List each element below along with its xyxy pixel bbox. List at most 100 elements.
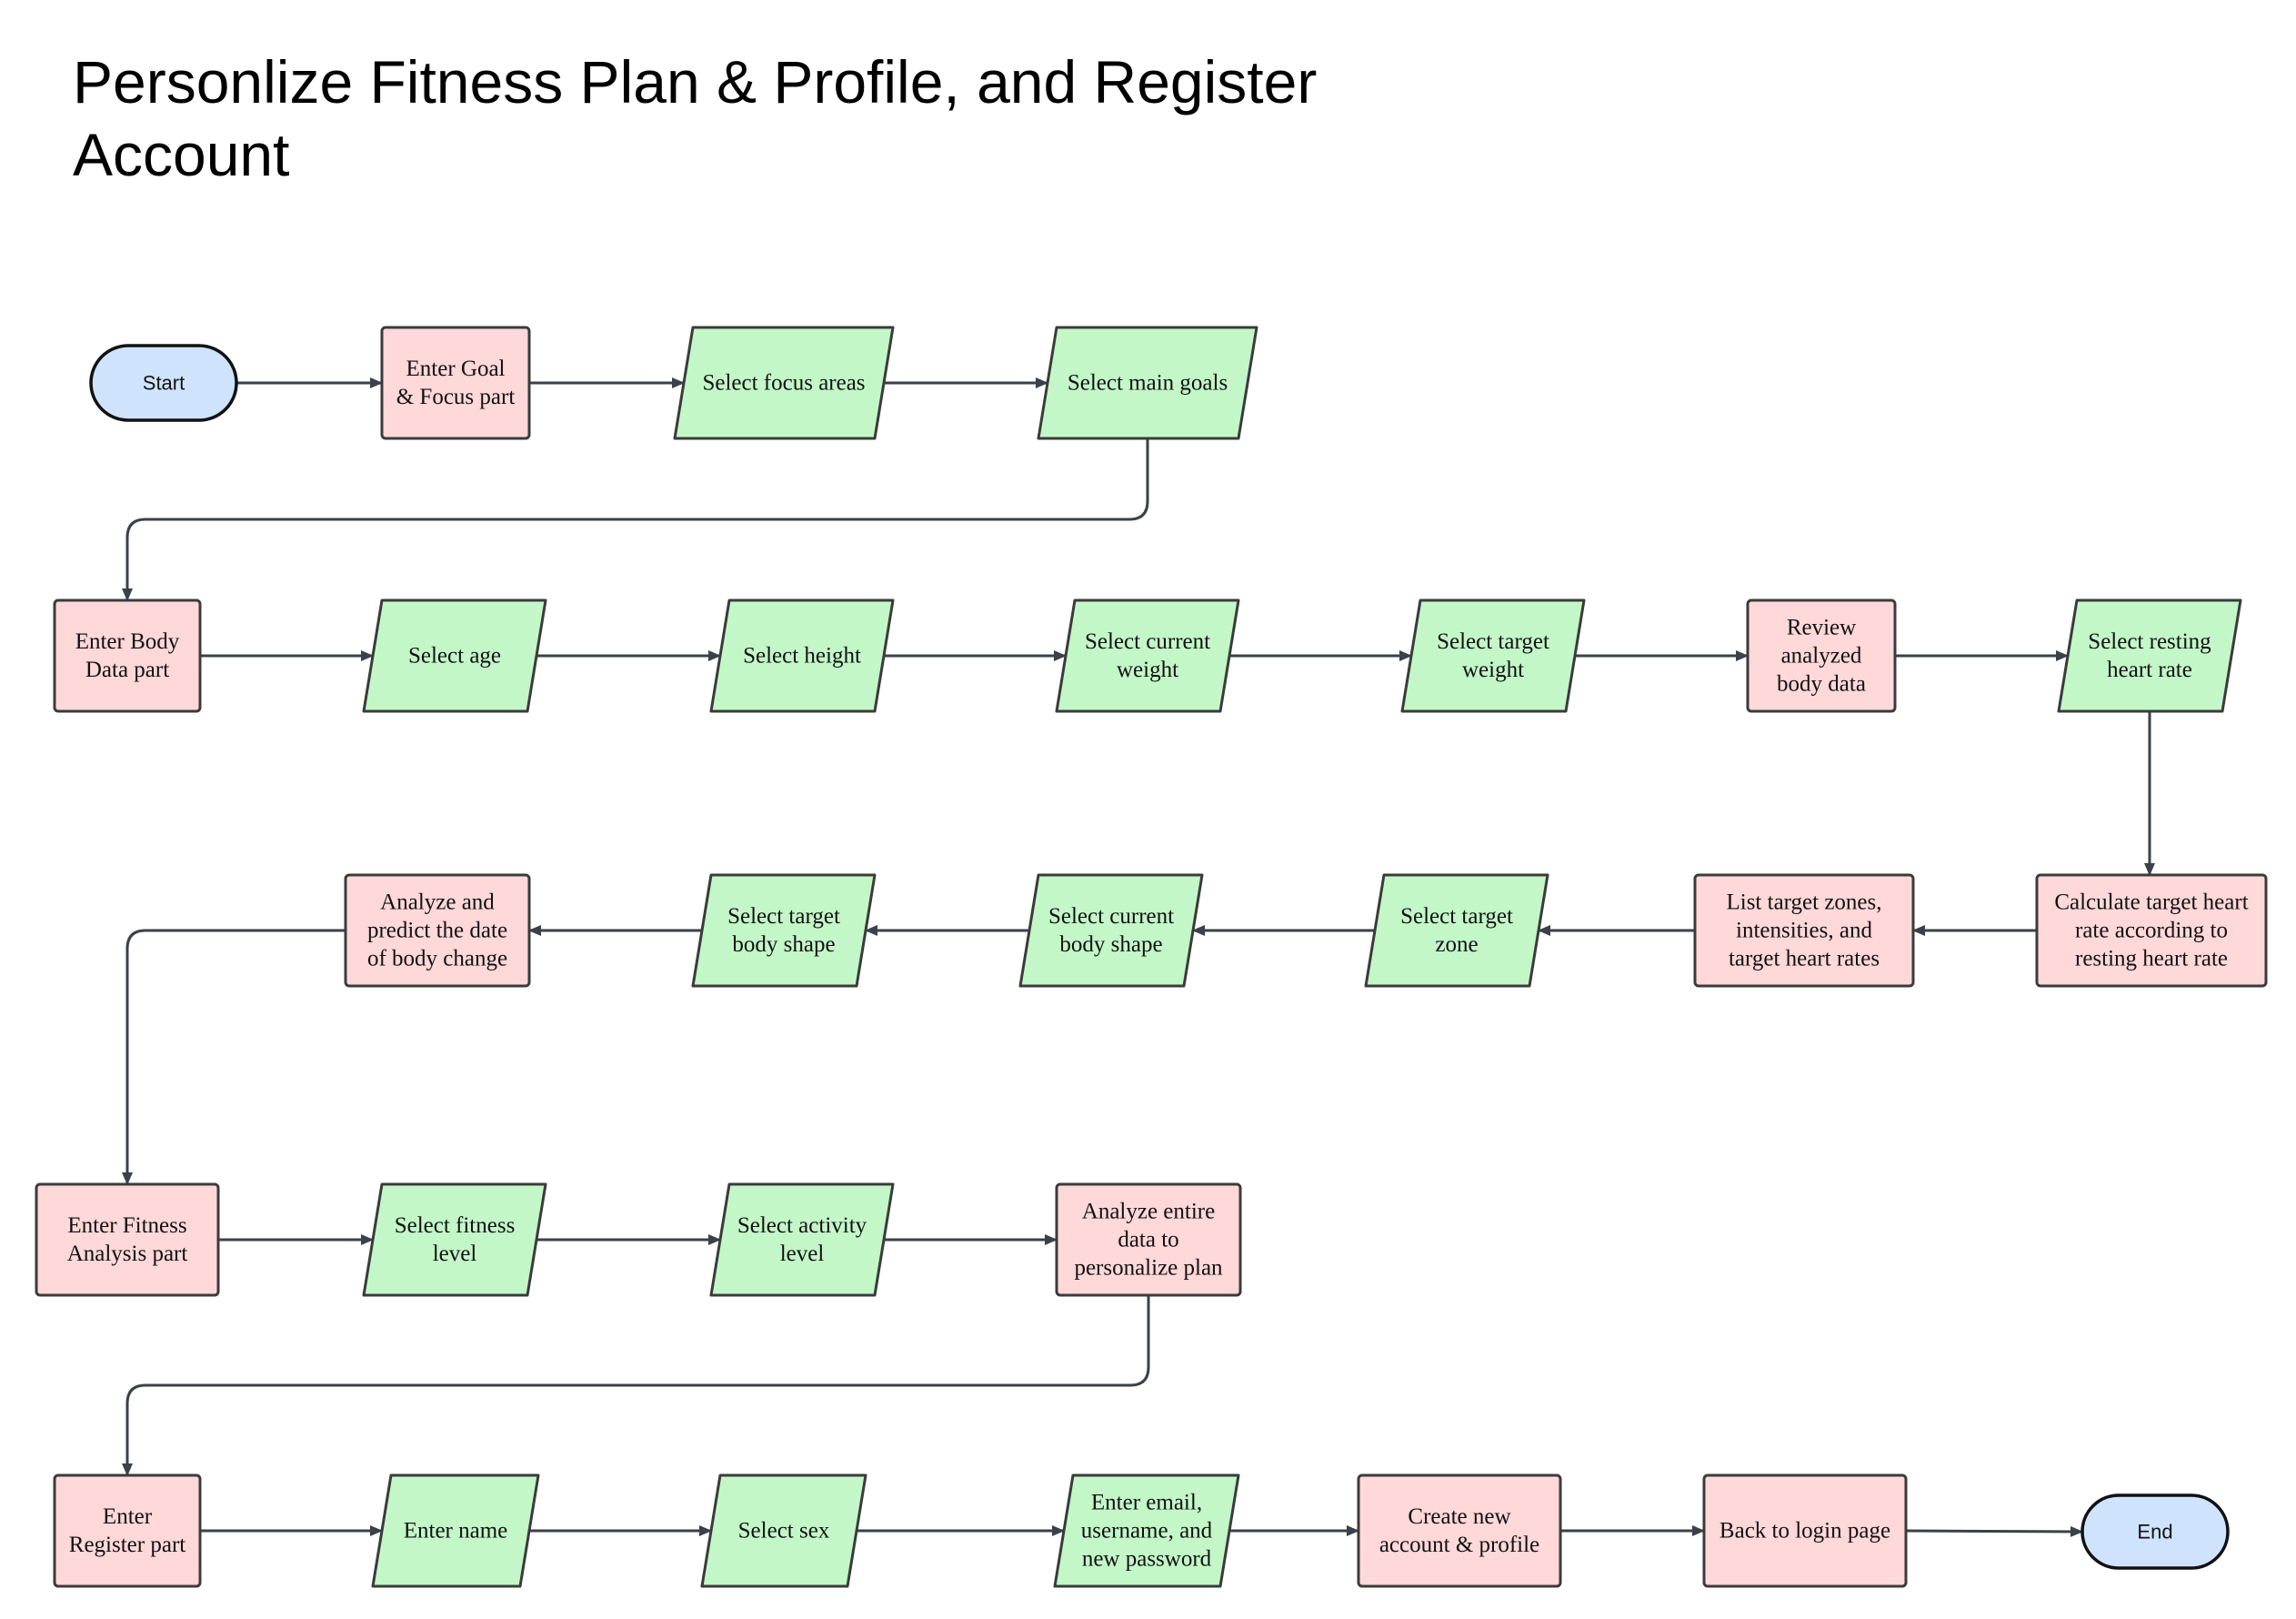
node-label: Analyze entire data to personalize plan	[1074, 1200, 1223, 1281]
node-activity-level: Select activity level	[709, 1182, 895, 1297]
node-label-line: data to	[1118, 1228, 1178, 1252]
process-box	[2035, 873, 2268, 988]
node-label-line: Select height	[743, 644, 861, 669]
node-review-body: Review analyzed body data	[1746, 598, 1897, 713]
node-label: Back to login page	[1719, 1519, 1890, 1544]
process-box	[53, 1473, 202, 1588]
node-list-zones: List target zones, intensities, and target…	[1693, 873, 1915, 988]
node-label-line: body shape	[1059, 932, 1162, 957]
node-goal-focus: Enter Goal & Focus part	[380, 326, 531, 440]
node-label-line: Select age	[408, 644, 501, 669]
input-parallelogram	[1055, 598, 1240, 713]
node-end: End	[2080, 1493, 2230, 1570]
process-box	[380, 326, 531, 440]
node-sex: Select sex	[700, 1473, 867, 1588]
node-label-line: body data	[1777, 672, 1866, 697]
input-parallelogram	[2057, 598, 2242, 713]
node-label-line: Select activity	[737, 1213, 867, 1238]
node-label-line: Start	[143, 372, 185, 395]
node-label-line: level	[780, 1242, 825, 1266]
node-label-line: Enter Goal	[406, 357, 506, 381]
node-label-line: new password	[1082, 1547, 1212, 1572]
node-label: Enter name	[404, 1519, 508, 1544]
connector-back-login-to-end	[1905, 1525, 2083, 1537]
node-label-line: Calculate target heart	[2054, 890, 2248, 915]
node-label-line: End	[2137, 1521, 2172, 1544]
process-box	[1693, 873, 1915, 988]
node-label-line: analyzed	[1781, 644, 1862, 669]
connector-analyze-entire-to-register	[122, 1295, 1150, 1476]
node-label-line: Analysis part	[67, 1242, 188, 1266]
input-parallelogram	[700, 1473, 867, 1588]
node-analyze-entire: Analyze entire data to personalize plan	[1055, 1182, 1242, 1297]
node-label-line: zone	[1435, 932, 1478, 957]
process-box	[53, 598, 202, 713]
node-label-line: Back to login page	[1719, 1519, 1890, 1544]
node-label-line: body shape	[732, 932, 835, 957]
node-label-line: Select sex	[738, 1519, 830, 1544]
node-label-line: Analyze entire	[1082, 1200, 1215, 1224]
nodes: Start Enter Goal & Focus part Select focus …	[35, 326, 2268, 1588]
input-parallelogram	[709, 598, 895, 713]
input-parallelogram	[362, 598, 547, 713]
node-label-line: username, and	[1081, 1519, 1213, 1544]
node-label-line: weight	[1117, 658, 1178, 682]
node-label-line: List target zones,	[1726, 890, 1881, 915]
node-label: Select activity level	[737, 1213, 867, 1266]
node-label: Enter Goal & Focus part	[396, 357, 516, 409]
node-label-line: Analyze and	[380, 890, 495, 915]
node-focus-areas: Select focus areas	[673, 326, 895, 440]
connector-main-goals-to-body-data	[122, 438, 1149, 601]
node-label-line: target heart rates	[1729, 947, 1880, 971]
node-label-line: Select fitness	[395, 1213, 516, 1238]
node-label-line: level	[433, 1242, 477, 1266]
connectors	[122, 377, 2155, 1537]
node-label-line: intensities, and	[1736, 919, 1872, 943]
node-label: Select current weight	[1085, 629, 1210, 682]
node-fitness-level: Select fitness level	[362, 1182, 547, 1297]
node-current-weight: Select current weight	[1055, 598, 1240, 713]
node-label-line: heart rate	[2107, 658, 2192, 682]
node-label-line: predict the date	[367, 919, 507, 943]
node-label-line: Select focus areas	[702, 371, 865, 396]
input-parallelogram	[691, 873, 877, 988]
node-label-line: Select current	[1085, 629, 1210, 654]
node-label: Review analyzed body data	[1777, 616, 1866, 697]
node-name: Enter name	[371, 1473, 540, 1588]
node-height: Select height	[709, 598, 895, 713]
node-label-line: & Focus part	[396, 385, 516, 409]
input-parallelogram	[1018, 873, 1204, 988]
node-label-line: Select target	[1400, 904, 1513, 929]
node-label-line: Create new	[1408, 1504, 1510, 1529]
node-label-line: Enter Body	[75, 629, 180, 654]
process-box	[1357, 1473, 1562, 1588]
node-label-line: Review	[1787, 616, 1856, 640]
node-label-line: Data part	[85, 658, 169, 682]
input-parallelogram	[1037, 326, 1258, 440]
input-parallelogram	[1364, 873, 1549, 988]
input-parallelogram	[371, 1473, 540, 1588]
input-parallelogram	[362, 1182, 547, 1297]
node-age: Select age	[362, 598, 547, 713]
input-parallelogram	[709, 1182, 895, 1297]
node-label-line: personalize plan	[1074, 1256, 1223, 1281]
node-label-line: rate according to	[2075, 919, 2228, 943]
node-label: Select height	[743, 644, 861, 669]
node-start: Start	[89, 344, 238, 422]
node-label-line: Enter Fitness	[67, 1213, 186, 1238]
